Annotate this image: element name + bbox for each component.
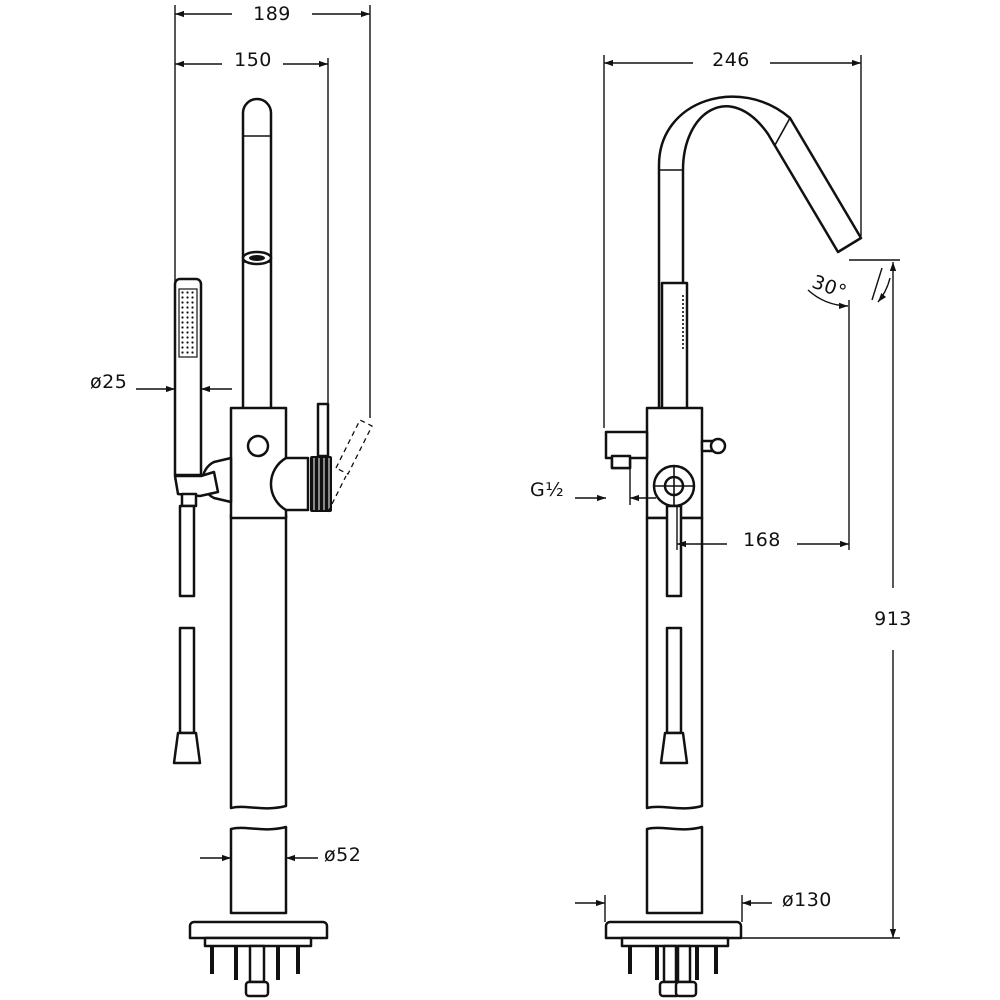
mixer-body-side: [604, 406, 727, 520]
hose-side: [659, 504, 689, 765]
dimension-g-half: G½: [530, 468, 656, 505]
spout-tube-front: [241, 97, 273, 412]
dimension-150: 150: [175, 49, 329, 405]
front-view: 189 150: [90, 3, 373, 998]
side-view: 246: [530, 49, 912, 998]
dimension-d52: ø52: [200, 844, 361, 866]
dimension-label-168: 168: [743, 529, 781, 551]
dimension-label-g-half: G½: [530, 479, 564, 501]
dimension-d25: ø25: [90, 371, 232, 393]
thread-prefix: G: [530, 479, 545, 501]
dimension-label-913: 913: [874, 608, 912, 630]
dimension-label-d25: ø25: [90, 371, 127, 393]
dimension-246: 246: [603, 49, 862, 428]
dimension-label-d52: ø52: [324, 844, 361, 866]
dimension-d130: ø130: [575, 889, 832, 922]
spout-gooseneck: [657, 95, 863, 412]
column-upper-front: [229, 513, 288, 810]
dimension-913: 913: [742, 262, 912, 939]
dimension-label-d130: ø130: [782, 889, 832, 911]
base-front: [188, 920, 329, 998]
hand-shower-front: [172, 277, 220, 765]
dimension-168: 168: [676, 300, 850, 551]
dimension-label-150: 150: [234, 49, 272, 71]
base-side: [604, 920, 743, 998]
column-lower-side: [645, 825, 704, 915]
column-lower-front: [229, 825, 288, 915]
dimension-label-246: 246: [712, 49, 750, 71]
thread-fraction: ½: [545, 479, 564, 501]
dimension-angle-30: 30°: [807, 259, 900, 310]
dimension-label-189: 189: [253, 3, 291, 25]
dimension-label-30: 30°: [809, 271, 850, 304]
mixer-body-front: [201, 402, 373, 520]
